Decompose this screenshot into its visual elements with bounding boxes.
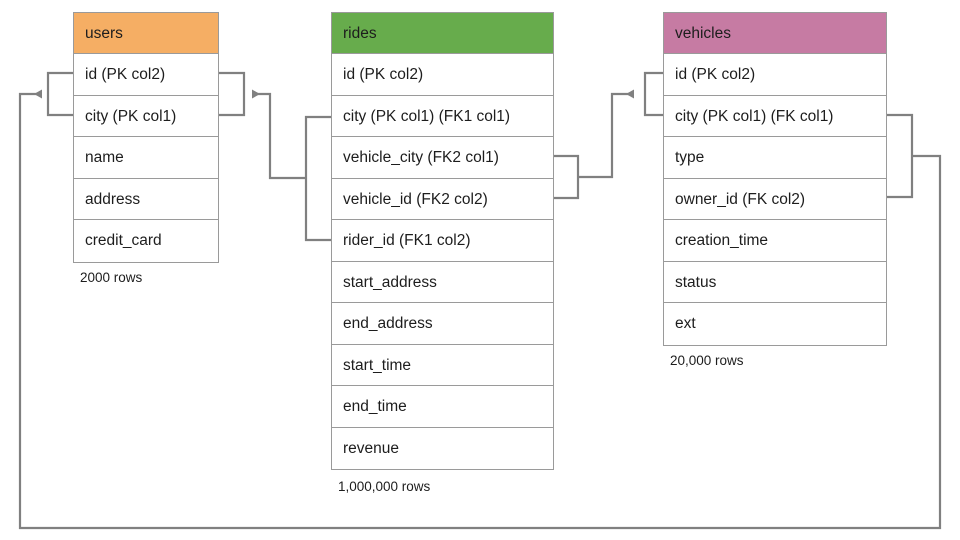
field-vehicles-creation-time[interactable]: creation_time	[664, 220, 886, 262]
entity-rides-title: rides	[332, 13, 553, 54]
row-count-users: 2000 rows	[80, 270, 143, 285]
field-users-city[interactable]: city (PK col1)	[74, 96, 218, 137]
field-rides-revenue[interactable]: revenue	[343, 439, 400, 457]
entity-users[interactable]: users id (PK col2) city (PK col1) name a…	[73, 12, 219, 263]
field-vehicles-id[interactable]: id (PK col2)	[664, 54, 886, 96]
edge-rides-to-users	[219, 71, 331, 242]
field-rides-rider-id[interactable]: rider_id (FK1 col2)	[332, 220, 553, 262]
field-users-id[interactable]: id (PK col2)	[74, 54, 218, 96]
field-vehicles-owner-id[interactable]: owner_id (FK col2)	[664, 179, 886, 220]
field-rides-vehicle-id[interactable]: vehicle_id (FK2 col2)	[332, 179, 553, 220]
edge-rides-to-vehicles	[554, 71, 663, 200]
field-rides-id[interactable]: id (PK col2)	[332, 54, 553, 96]
entity-rides[interactable]: rides id (PK col2) city (PK col1) (FK1 c…	[331, 12, 554, 470]
field-vehicles-city[interactable]: city (PK col1) (FK col1)	[664, 96, 886, 137]
field-rides-start-address[interactable]: start_address	[332, 262, 553, 303]
row-count-vehicles: 20,000 rows	[670, 353, 744, 368]
field-rides-end-address[interactable]: end_address	[332, 303, 553, 345]
field-rides-city[interactable]: city (PK col1) (FK1 col1)	[332, 96, 553, 137]
field-users-address[interactable]: address	[74, 179, 218, 220]
field-rides-vehicle-city[interactable]: vehicle_city (FK2 col1)	[332, 137, 553, 179]
field-vehicles-ext[interactable]: ext	[675, 315, 696, 332]
field-vehicles-type[interactable]: type	[664, 137, 886, 179]
row-count-rides: 1,000,000 rows	[338, 479, 431, 494]
entity-vehicles[interactable]: vehicles id (PK col2) city (PK col1) (FK…	[663, 12, 887, 346]
entity-users-title: users	[74, 13, 218, 54]
field-rides-start-time[interactable]: start_time	[332, 345, 553, 386]
field-users-name[interactable]: name	[74, 137, 218, 179]
field-rides-end-time[interactable]: end_time	[332, 386, 553, 428]
field-vehicles-status[interactable]: status	[664, 262, 886, 303]
field-users-credit-card[interactable]: credit_card	[85, 232, 162, 249]
entity-vehicles-title: vehicles	[664, 13, 886, 54]
